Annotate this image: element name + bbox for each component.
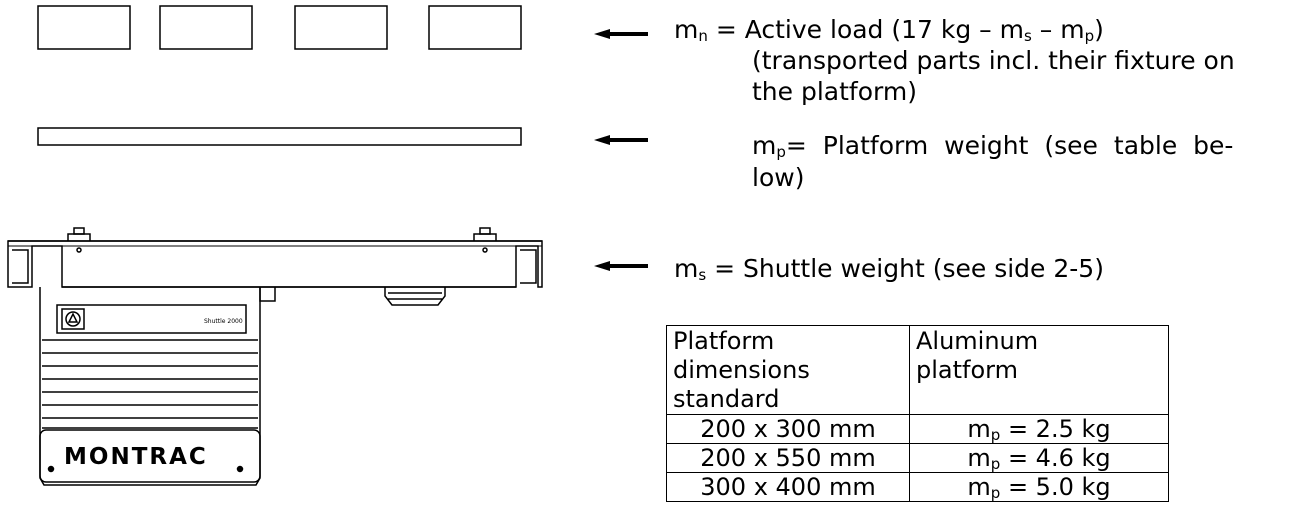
active-load-description-1: (transported parts incl. their fixture o…: [752, 46, 1235, 75]
table-cell-dimension: 200 x 300 mm: [666, 414, 910, 444]
load-box-2: [159, 5, 253, 50]
table-row: 200 x 550 mm mp = 4.6 kg: [666, 443, 1169, 473]
load-box-3: [294, 5, 388, 50]
shuttle-body: [39, 287, 276, 486]
shuttle-weight-label: ms = Shuttle weight (see side 2-5): [674, 254, 1104, 284]
table-row: 300 x 400 mm mp = 5.0 kg: [666, 472, 1169, 502]
platform-weight-label-cont: low): [752, 163, 805, 192]
table-cell-mass: mp = 4.6 kg: [909, 443, 1169, 473]
arrow-platform: [594, 135, 648, 145]
table-row: 200 x 300 mm mp = 2.5 kg: [666, 414, 1169, 444]
active-load-label: mn = Active load (17 kg – ms – mp): [674, 15, 1104, 45]
table-cell-dimension: 200 x 550 mm: [666, 443, 910, 473]
brand-logo-text: MONTRAC: [64, 444, 208, 470]
shuttle-carrier: [7, 227, 543, 306]
load-box-1: [37, 5, 131, 50]
table-cell-dimension: 300 x 400 mm: [666, 472, 910, 502]
table-cell-mass: mp = 5.0 kg: [909, 472, 1169, 502]
load-box-4: [428, 5, 522, 50]
table-cell-mass: mp = 2.5 kg: [909, 414, 1169, 444]
active-load-description-2: the platform): [752, 77, 917, 106]
arrow-shuttle: [594, 261, 648, 271]
arrow-active-load: [594, 29, 648, 39]
shuttle-model-label: Shuttle 2000: [204, 318, 243, 325]
platform-weight-label: mp= Platform weight (see table be-: [752, 131, 1234, 161]
platform-plate: [37, 127, 522, 146]
